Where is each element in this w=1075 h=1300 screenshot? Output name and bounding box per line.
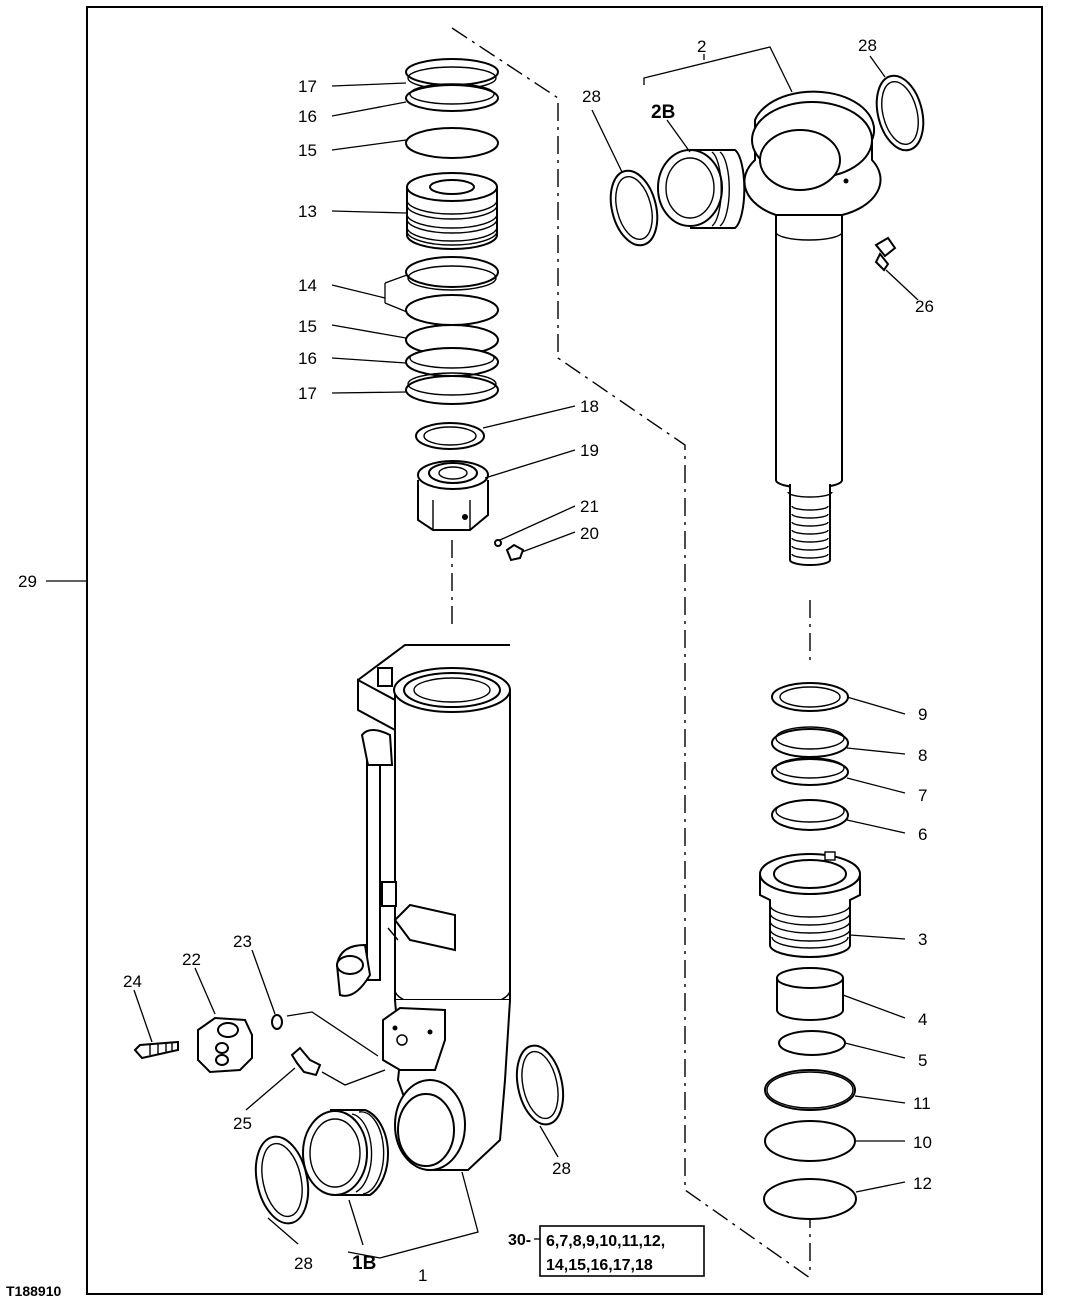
callout-16-top: 16 — [298, 107, 317, 126]
callout-14: 14 — [298, 276, 317, 295]
bushing-2B — [657, 149, 746, 229]
callout-5: 5 — [918, 1051, 927, 1070]
ring-17-bottom — [405, 372, 499, 405]
callout-24: 24 — [123, 972, 142, 991]
callout-22: 22 — [182, 950, 201, 969]
piston-13 — [406, 172, 498, 250]
seal-28-left-upper — [609, 169, 659, 247]
ring-9 — [771, 682, 849, 712]
callout-15-bottom: 15 — [298, 317, 317, 336]
callout-1B: 1B — [352, 1253, 376, 1274]
callout-3: 3 — [918, 930, 927, 949]
callout-29: 29 — [18, 572, 37, 591]
callout-20: 20 — [580, 524, 599, 543]
ring-15-top — [405, 127, 499, 159]
callout-6: 6 — [918, 825, 927, 844]
callout-28-upper-left: 28 — [582, 87, 601, 106]
ring-16-top — [405, 83, 499, 112]
bushing-1B — [302, 1109, 389, 1196]
callout-26: 26 — [915, 297, 934, 316]
callout-9: 9 — [918, 705, 927, 724]
callout-19: 19 — [580, 441, 599, 460]
kit-callout-30: 30- 6,7,8,9,10,11,12, 14,15,16,17,18 — [508, 1225, 705, 1277]
callout-17-bottom: 17 — [298, 384, 317, 403]
callout-28-lower-left: 28 — [294, 1254, 313, 1273]
barrel-1 — [335, 644, 511, 1171]
callout-23: 23 — [233, 932, 252, 951]
gland-3 — [759, 851, 861, 958]
fitting-block-22 — [197, 1016, 253, 1074]
grease-fitting-26 — [874, 236, 897, 272]
leader-lines — [46, 46, 919, 1259]
callout-4: 4 — [918, 1010, 927, 1029]
callout-2: 2 — [697, 37, 706, 56]
bushing-4 — [776, 967, 844, 1021]
rod-2 — [743, 90, 882, 566]
callout-7: 7 — [918, 786, 927, 805]
set-screw-20 — [505, 543, 525, 562]
seal-28-right-upper — [875, 74, 925, 152]
o-ring-23 — [271, 1014, 283, 1030]
ring-12 — [763, 1178, 857, 1220]
callout-25: 25 — [233, 1114, 252, 1133]
callout-15-top: 15 — [298, 141, 317, 160]
callout-1: 1 — [418, 1266, 427, 1285]
callout-18: 18 — [580, 397, 599, 416]
ball-21 — [494, 539, 502, 547]
cap-screw-24 — [133, 1040, 179, 1060]
callout-11: 11 — [913, 1094, 931, 1113]
callout-10: 10 — [913, 1133, 932, 1152]
ring-7 — [771, 757, 849, 786]
ring-8 — [771, 726, 849, 758]
callout-2B: 2B — [651, 102, 675, 123]
nut-19 — [417, 460, 489, 531]
rings-14 — [405, 256, 499, 326]
grease-fitting-25 — [290, 1046, 322, 1077]
callout-8: 8 — [918, 746, 927, 765]
callout-17-top: 17 — [298, 77, 317, 96]
figure-id: T188910 — [6, 1283, 61, 1299]
seal-28-left-lower — [254, 1135, 310, 1225]
seal-28-right-lower — [515, 1044, 565, 1126]
ring-6 — [771, 799, 849, 831]
ring-16-bottom — [405, 347, 499, 377]
assembly-frame — [86, 6, 1043, 1295]
callout-13: 13 — [298, 202, 317, 221]
callout-28-upper-right: 28 — [858, 36, 877, 55]
ring-10 — [764, 1120, 856, 1162]
callout-labels: 17 16 15 13 14 15 16 17 18 19 21 20 2 2B… — [18, 36, 934, 1285]
centerlines — [451, 27, 811, 1279]
callout-28-lower-right: 28 — [552, 1159, 571, 1178]
washer-18 — [415, 422, 485, 450]
callout-16-bottom: 16 — [298, 349, 317, 368]
kit-parts-line-2: 14,15,16,17,18 — [546, 1257, 653, 1274]
callout-12: 12 — [913, 1174, 932, 1193]
kit-parts-line-1: 6,7,8,9,10,11,12, — [546, 1233, 665, 1250]
kit-callout-label: 30- — [508, 1232, 531, 1249]
snap-ring-5 — [778, 1030, 846, 1056]
ring-11 — [764, 1069, 856, 1111]
callout-21: 21 — [580, 497, 599, 516]
